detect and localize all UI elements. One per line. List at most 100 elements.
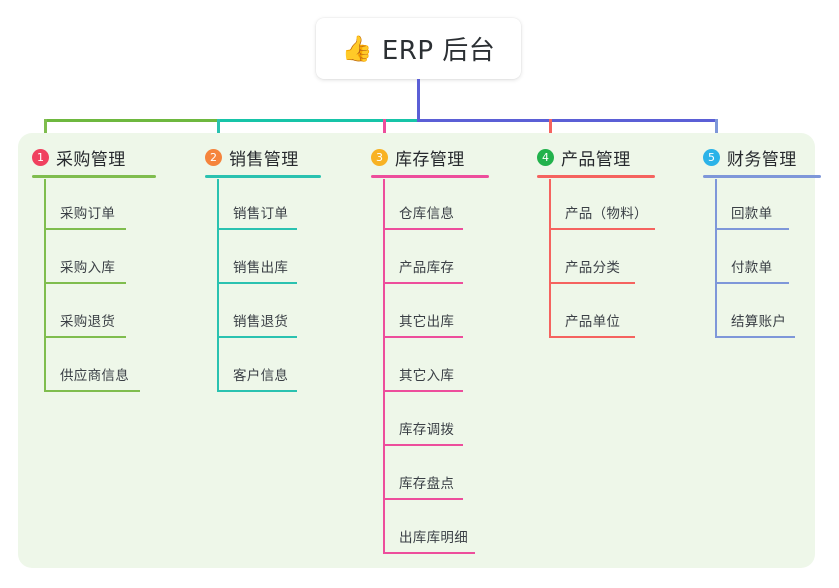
trunk-segment-3: [417, 119, 718, 122]
trunk-segment-1: [44, 119, 219, 122]
leaf-label: 回款单: [731, 206, 773, 222]
leaf-label: 采购退货: [60, 314, 116, 330]
column-header-bar-2: [205, 175, 321, 178]
leaf-underline: [549, 336, 635, 338]
column-header-4[interactable]: 4 产品管理: [537, 145, 631, 170]
leaf-item[interactable]: 结算账户: [715, 308, 795, 338]
drop-line-1: [44, 119, 47, 145]
leaf-item[interactable]: 销售退货: [217, 308, 297, 338]
leaf-item[interactable]: 供应商信息: [44, 362, 140, 392]
leaf-item[interactable]: 付款单: [715, 254, 789, 284]
leaf-item[interactable]: 其它入库: [383, 362, 463, 392]
leaf-underline: [383, 228, 463, 230]
leaf-label: 产品分类: [565, 260, 621, 276]
column-title-2: 销售管理: [229, 150, 299, 170]
leaf-underline: [44, 282, 126, 284]
column-1[interactable]: 1 采购管理采购订单采购入库采购退货供应商信息: [32, 145, 156, 392]
column-spine-4: [549, 179, 551, 338]
drop-line-2: [217, 119, 220, 145]
column-badge-1: 1: [32, 149, 49, 166]
leaf-underline: [715, 282, 789, 284]
leaf-item[interactable]: 销售订单: [217, 200, 297, 230]
leaf-underline: [217, 228, 297, 230]
leaf-label: 结算账户: [731, 314, 787, 330]
leaf-item[interactable]: 客户信息: [217, 362, 297, 392]
column-spine-1: [44, 179, 46, 392]
leaf-label: 库存调拨: [399, 422, 455, 438]
leaf-underline: [217, 282, 297, 284]
leaf-label: 采购订单: [60, 206, 116, 222]
drop-line-4: [549, 119, 552, 145]
leaf-label: 采购入库: [60, 260, 116, 276]
column-badge-3: 3: [371, 149, 388, 166]
leaf-label: 付款单: [731, 260, 773, 276]
thumbs-up-icon: 👍: [341, 34, 373, 63]
column-spine-5: [715, 179, 717, 338]
drop-line-3: [383, 119, 386, 145]
column-4[interactable]: 4 产品管理产品（物料） 产品分类产品单位: [537, 145, 655, 338]
column-title-1: 采购管理: [56, 150, 126, 170]
leaf-item[interactable]: 产品分类: [549, 254, 635, 284]
column-spine-2: [217, 179, 219, 392]
leaf-underline: [217, 390, 297, 392]
leaf-underline: [383, 390, 463, 392]
column-title-4: 产品管理: [561, 150, 631, 170]
column-spine-3: [383, 179, 385, 554]
root-node-title: ERP 后台: [381, 36, 496, 66]
leaf-underline: [383, 336, 463, 338]
column-2[interactable]: 2 销售管理销售订单销售出库销售退货客户信息: [205, 145, 321, 392]
leaf-underline: [549, 228, 655, 230]
leaf-underline: [549, 282, 635, 284]
leaf-label: 销售出库: [233, 260, 289, 276]
leaf-underline: [383, 552, 475, 554]
drop-line-5: [715, 119, 718, 145]
leaf-item[interactable]: 销售出库: [217, 254, 297, 284]
column-badge-2: 2: [205, 149, 222, 166]
column-header-3[interactable]: 3 库存管理: [371, 145, 465, 170]
leaf-item[interactable]: 其它出库: [383, 308, 463, 338]
leaf-label: 客户信息: [233, 368, 289, 384]
leaf-label: 其它入库: [399, 368, 455, 384]
leaf-label: 销售订单: [233, 206, 289, 222]
column-badge-4: 4: [537, 149, 554, 166]
leaf-item[interactable]: 出库库明细: [383, 524, 475, 554]
leaf-item[interactable]: 产品库存: [383, 254, 463, 284]
column-title-5: 财务管理: [727, 150, 797, 170]
leaf-label: 产品单位: [565, 314, 621, 330]
leaf-label: 产品（物料）: [565, 206, 648, 222]
column-5[interactable]: 5 财务管理回款单付款单结算账户: [703, 145, 821, 338]
leaf-label: 其它出库: [399, 314, 455, 330]
leaf-underline: [44, 228, 126, 230]
root-node[interactable]: 👍 ERP 后台: [316, 18, 521, 79]
leaf-item[interactable]: 库存调拨: [383, 416, 463, 446]
branches-panel: [18, 133, 815, 568]
leaf-label: 供应商信息: [60, 368, 129, 384]
column-header-bar-4: [537, 175, 655, 178]
leaf-label: 销售退货: [233, 314, 289, 330]
root-stem-line: [417, 79, 420, 122]
column-header-1[interactable]: 1 采购管理: [32, 145, 126, 170]
leaf-underline: [383, 498, 463, 500]
leaf-item[interactable]: 采购入库: [44, 254, 126, 284]
leaf-item[interactable]: 产品单位: [549, 308, 635, 338]
column-header-bar-5: [703, 175, 821, 178]
leaf-item[interactable]: 库存盘点: [383, 470, 463, 500]
leaf-underline: [715, 336, 795, 338]
column-header-bar-3: [371, 175, 489, 178]
leaf-underline: [44, 336, 126, 338]
leaf-item[interactable]: 采购退货: [44, 308, 126, 338]
column-header-bar-1: [32, 175, 156, 178]
leaf-item[interactable]: 采购订单: [44, 200, 126, 230]
leaf-item[interactable]: 产品（物料）: [549, 200, 655, 230]
column-badge-5: 5: [703, 149, 720, 166]
leaf-underline: [217, 336, 297, 338]
column-title-3: 库存管理: [395, 150, 465, 170]
column-3[interactable]: 3 库存管理仓库信息产品库存其它出库其它入库库存调拨库存盘点出库库明细: [371, 145, 489, 554]
column-header-2[interactable]: 2 销售管理: [205, 145, 299, 170]
leaf-item[interactable]: 回款单: [715, 200, 789, 230]
leaf-underline: [715, 228, 789, 230]
leaf-label: 出库库明细: [399, 530, 468, 546]
column-header-5[interactable]: 5 财务管理: [703, 145, 797, 170]
leaf-item[interactable]: 仓库信息: [383, 200, 463, 230]
